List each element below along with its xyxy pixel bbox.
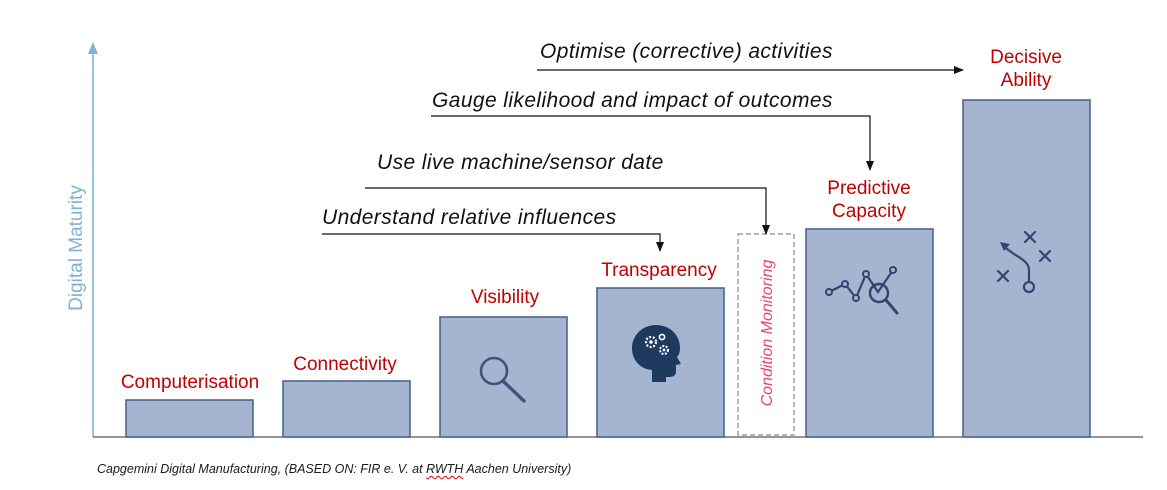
condition-monitoring-box <box>737 233 795 436</box>
chart-magnifier-icon <box>825 266 899 315</box>
stage-label-decisive-line2: Ability <box>1001 70 1052 91</box>
bar-visibility <box>439 316 568 438</box>
stage-label-predictive-line1: Predictive <box>827 178 910 199</box>
arrow-label-understand: Understand relative influences <box>322 206 617 229</box>
arrow-gauge <box>431 115 874 171</box>
bar-predictive-capacity <box>805 228 934 438</box>
y-axis-label: Digital Maturity <box>66 185 87 311</box>
stage-label-computerisation: Computerisation <box>121 372 259 393</box>
stage-label-connectivity: Connectivity <box>293 354 397 375</box>
stage-label-decisive-line1: Decisive <box>990 47 1062 68</box>
bar-decisive-ability <box>962 99 1091 438</box>
arrow-label-gauge: Gauge likelihood and impact of outcomes <box>432 89 833 112</box>
arrow-understand <box>322 233 664 252</box>
condition-monitoring-label: Condition Monitoring <box>759 260 776 407</box>
source-caption: Capgemini Digital Manufacturing, (BASED … <box>97 462 571 476</box>
stage-label-predictive-line2: Capacity <box>832 201 906 222</box>
source-prefix: Capgemini Digital Manufacturing, (BASED … <box>97 462 427 476</box>
arrow-live-data <box>365 187 770 235</box>
magnifier-icon <box>479 356 526 403</box>
bar-connectivity <box>282 380 411 438</box>
head-gears-icon <box>632 325 681 382</box>
arrow-label-optimise: Optimise (corrective) activities <box>540 40 833 63</box>
arrow-label-live-data: Use live machine/sensor date <box>377 151 664 174</box>
strategy-play-icon <box>996 230 1052 294</box>
bar-computerisation <box>125 399 254 438</box>
stage-label-visibility: Visibility <box>471 287 540 308</box>
source-suffix: Aachen University) <box>463 462 572 476</box>
stage-label-transparency: Transparency <box>601 260 717 281</box>
source-rwth: RWTH <box>426 462 464 476</box>
